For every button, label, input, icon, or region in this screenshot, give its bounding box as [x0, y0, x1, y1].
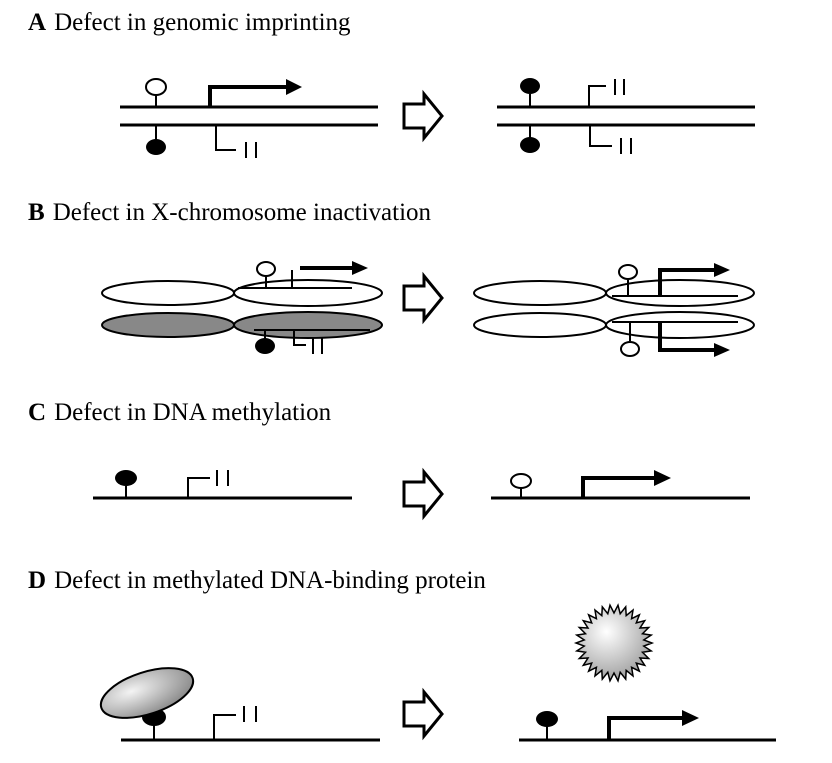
active-transcription-arrow-icon	[658, 263, 730, 296]
transition-arrow-icon	[402, 89, 444, 143]
active-x-chromosome-arm	[233, 279, 383, 307]
silenced-promoter-icon	[213, 706, 257, 740]
transition-arrow-icon	[402, 271, 444, 325]
silenced-promoter-icon	[215, 125, 257, 158]
inactive-x-chromosome-arm	[101, 312, 235, 338]
transition-arrow-icon	[402, 687, 444, 741]
methylated-site-icon	[115, 470, 137, 498]
active-transcription-arrow-icon	[581, 470, 671, 498]
x-chromosome-arm	[473, 280, 607, 306]
active-transcription-arrow-icon	[658, 322, 730, 357]
inactive-x-chromosome-arm	[233, 311, 383, 339]
methylated-site-icon	[520, 125, 540, 153]
active-x-chromosome-arm	[101, 280, 235, 306]
methylated-site-icon	[255, 330, 275, 354]
defective-protein-burst-icon	[573, 603, 655, 683]
methylated-site-icon	[520, 78, 540, 107]
unmethylated-site-icon	[618, 264, 638, 296]
x-chromosome-arm	[605, 311, 755, 339]
methyl-binding-protein-icon	[99, 667, 195, 719]
methylated-site-icon	[536, 711, 558, 740]
x-chromosome-arm	[605, 279, 755, 307]
transition-arrow-icon	[402, 467, 444, 521]
active-transcription-arrow-icon	[291, 261, 368, 288]
active-transcription-arrow-icon	[208, 79, 302, 107]
silenced-promoter-icon	[187, 470, 229, 498]
unmethylated-site-icon	[145, 78, 167, 107]
silenced-promoter-icon	[293, 330, 323, 354]
unmethylated-site-icon	[256, 261, 276, 288]
unmethylated-site-icon	[510, 473, 532, 498]
active-transcription-arrow-icon	[607, 710, 699, 740]
x-chromosome-arm	[473, 312, 607, 338]
methylated-site-icon	[146, 125, 166, 155]
silenced-promoter-icon	[588, 79, 625, 107]
unmethylated-site-icon	[620, 322, 640, 357]
silenced-promoter-icon	[589, 125, 632, 154]
